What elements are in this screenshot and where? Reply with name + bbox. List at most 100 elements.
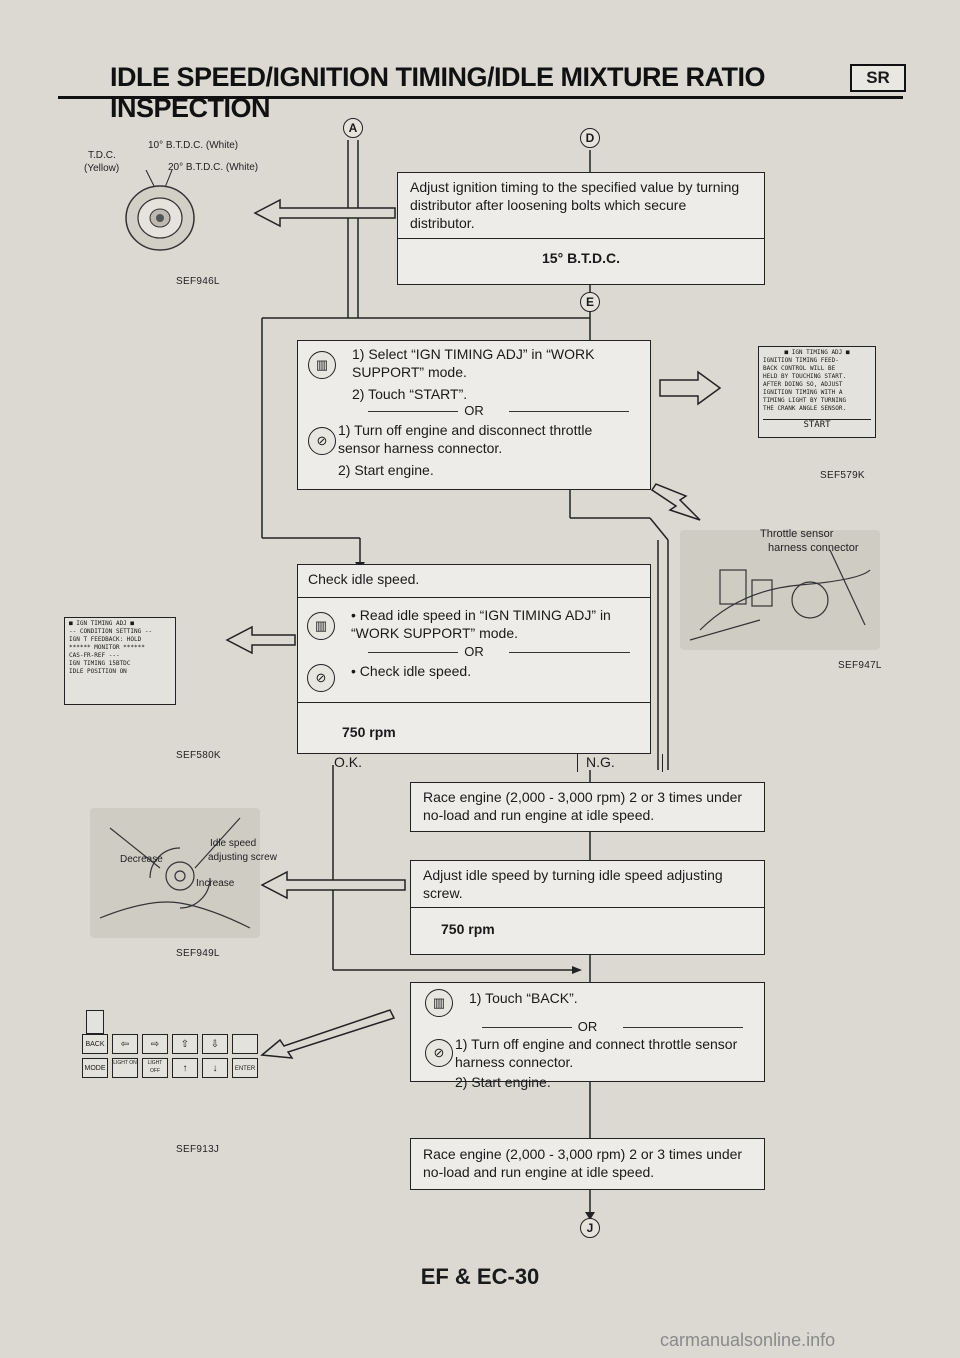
consult-tool-icon: ▥ — [307, 612, 335, 640]
screen-line: -- CONDITION SETTING -- — [69, 628, 153, 635]
step1-text: Adjust ignition timing to the specified … — [410, 179, 740, 231]
screen-line: IGN T FEEDBACK: HOLD — [69, 636, 142, 643]
step3-consult-text: • Read idle speed in “IGN TIMING ADJ” in… — [351, 607, 611, 641]
step2-setup-box: ▥ 1) Select “IGN TIMING ADJ” in “WORK SU… — [297, 340, 651, 490]
step5-adjust-idle-box: Adjust idle speed by turning idle speed … — [410, 860, 765, 955]
key-down[interactable]: ⇩ — [202, 1034, 228, 1054]
step3-manual-text: • Check idle speed. — [351, 663, 472, 679]
idle-screw-sketch — [99, 817, 251, 929]
step1-adjust-timing-box: Adjust ignition timing to the specified … — [397, 172, 765, 285]
screen-line: IGN TIMING 15BTDC — [69, 660, 131, 667]
throttle-sensor-label1: Throttle sensor — [760, 528, 834, 540]
consult-screen-condition: ■ IGN TIMING ADJ ■ -- CONDITION SETTING … — [64, 617, 176, 705]
screen-start-button[interactable]: START — [763, 419, 871, 430]
fig-code-sef947l: SEF947L — [838, 660, 882, 671]
screen-line: ■ IGN TIMING ADJ ■ — [69, 620, 135, 627]
no-tools-icon: ⊘ — [425, 1039, 453, 1067]
step3-or-divider: OR — [297, 644, 651, 660]
step2-manual-line2: 2) Start engine. — [338, 462, 434, 478]
step6-restore-box: ▥ 1) Touch “BACK”. OR ⊘ 1) Turn off engi… — [410, 982, 765, 1090]
step7-text: Race engine (2,000 - 3,000 rpm) 2 or 3 t… — [423, 1146, 743, 1180]
btdc20-label: 20° B.T.D.C. (White) — [168, 162, 259, 173]
fig-code-sef579k: SEF579K — [820, 470, 865, 481]
step2-consult-lines: 1) Select “IGN TIMING ADJ” in “WORK SUPP… — [352, 345, 642, 403]
title-rule — [58, 96, 903, 99]
step2-or-text: OR — [458, 403, 490, 418]
screen-line: ****** MONITOR ****** — [69, 644, 145, 651]
key-light-off[interactable]: LIGHT OFF — [142, 1058, 168, 1078]
ok-label: O.K. — [334, 754, 578, 772]
increase-label: Increase — [196, 878, 235, 889]
step3-inner-box: ▥ • Read idle speed in “IGN TIMING ADJ” … — [297, 597, 651, 703]
step3-check-idle-box: Check idle speed. ▥ • Read idle speed in… — [297, 564, 651, 754]
key-light-on[interactable]: LIGHT ON — [112, 1058, 138, 1078]
connector-e: E — [580, 292, 600, 312]
key-enter[interactable]: ENTER — [232, 1058, 258, 1078]
step6-consult-text: 1) Touch “BACK”. — [469, 990, 578, 1006]
no-tools-icon: ⊘ — [307, 664, 335, 692]
page-number: EF & EC-30 — [420, 1264, 540, 1289]
step3-or-text: OR — [458, 644, 490, 659]
fig-code-sef949l: SEF949L — [176, 948, 220, 959]
step6-manual-line2: 2) Start engine. — [455, 1074, 551, 1090]
screen-line: IGNITION TIMING FEED- — [763, 357, 839, 364]
key-up[interactable]: ⇧ — [172, 1034, 198, 1054]
step6-or-text: OR — [571, 1019, 604, 1034]
step2-consult-section: ▥ 1) Select “IGN TIMING ADJ” in “WORK SU… — [298, 341, 650, 403]
step2-manual-line1: 1) Turn off engine and disconnect thrott… — [338, 422, 593, 456]
step7-race-engine-box: Race engine (2,000 - 3,000 rpm) 2 or 3 t… — [410, 1138, 765, 1190]
step5-text: Adjust idle speed by turning idle speed … — [423, 867, 723, 901]
consult-tool-icon: ▥ — [425, 989, 453, 1017]
key-left[interactable]: ⇦ — [112, 1034, 138, 1054]
key-right[interactable]: ⇨ — [142, 1034, 168, 1054]
key-back[interactable]: BACK — [82, 1034, 108, 1054]
step6-manual-line1: 1) Turn off engine and connect throttle … — [455, 1036, 738, 1070]
step4-race-engine-box: Race engine (2,000 - 3,000 rpm) 2 or 3 t… — [410, 782, 765, 832]
screen-line: BACK CONTROL WILL BE — [763, 365, 836, 372]
step6-manual-section: ⊘ 1) Turn off engine and connect throttl… — [411, 1035, 764, 1090]
step2-manual-section: ⊘ 1) Turn off engine and disconnect thro… — [298, 419, 650, 485]
throttle-sensor-sketch — [689, 549, 871, 641]
tdc-label: T.D.C. — [88, 150, 116, 161]
watermark: carmanualsonline.info — [660, 1330, 836, 1350]
screen-line: AFTER DOING SO, ADJUST — [763, 381, 843, 388]
step5-spec: 750 rpm — [411, 907, 764, 950]
key-blank[interactable] — [232, 1034, 258, 1054]
key-arrow-down[interactable]: ↓ — [202, 1058, 228, 1078]
step1-spec: 15° B.T.D.C. — [398, 238, 764, 277]
screen-line: ■ IGN TIMING ADJ ■ — [784, 349, 850, 356]
step2-consult-line1: 1) Select “IGN TIMING ADJ” in “WORK SUPP… — [352, 346, 595, 380]
idle-speed-label: Idle speed — [210, 838, 257, 849]
step2-or-divider: OR — [298, 403, 650, 419]
consult-tool-icon: ▥ — [308, 351, 336, 379]
ng-label: N.G. — [582, 754, 663, 772]
step6-manual-lines: 1) Turn off engine and connect throttle … — [455, 1035, 755, 1091]
screen-line: THE CRANK ANGLE SENSOR. — [763, 405, 847, 412]
step2-consult-line2: 2) Touch “START”. — [352, 386, 468, 402]
consult-screen-ign-timing: ■ IGN TIMING ADJ ■ IGNITION TIMING FEED-… — [758, 346, 876, 438]
btdc10-label: 10° B.T.D.C. (White) — [148, 140, 239, 151]
no-tools-icon: ⊘ — [308, 427, 336, 455]
screen-line: TIMING LIGHT BY TURNING — [763, 397, 847, 404]
step6-consult-section: ▥ 1) Touch “BACK”. — [411, 983, 764, 1019]
fig-code-sef946l: SEF946L — [176, 276, 220, 287]
consult-keypad: BACK ⇦ ⇨ ⇧ ⇩ MODE LIGHT ON LIGHT OFF ↑ ↓… — [82, 1010, 262, 1082]
fig-code-sef913j: SEF913J — [176, 1144, 220, 1155]
crank-pulley-illustration — [125, 170, 195, 251]
decrease-label: Decrease — [120, 854, 163, 865]
throttle-sensor-label2: harness connector — [768, 542, 859, 554]
key-arrow-up[interactable]: ↑ — [172, 1058, 198, 1078]
screen-line: IDLE POSITION ON — [69, 668, 127, 675]
step3-manual-section: ⊘ • Check idle speed. — [297, 660, 651, 700]
step3-consult-section: ▥ • Read idle speed in “IGN TIMING ADJ” … — [297, 598, 651, 652]
step3-spec: 750 rpm — [342, 724, 396, 740]
idle-screw-photo — [90, 808, 260, 938]
screen-line: HELD BY TOUCHING START. — [763, 373, 847, 380]
adjusting-screw-label: adjusting screw — [208, 852, 277, 863]
connector-j: J — [580, 1218, 600, 1238]
step4-text: Race engine (2,000 - 3,000 rpm) 2 or 3 t… — [423, 789, 743, 823]
key-mode[interactable]: MODE — [82, 1058, 108, 1078]
sr-badge: SR — [850, 64, 906, 92]
connector-d: D — [580, 128, 600, 148]
